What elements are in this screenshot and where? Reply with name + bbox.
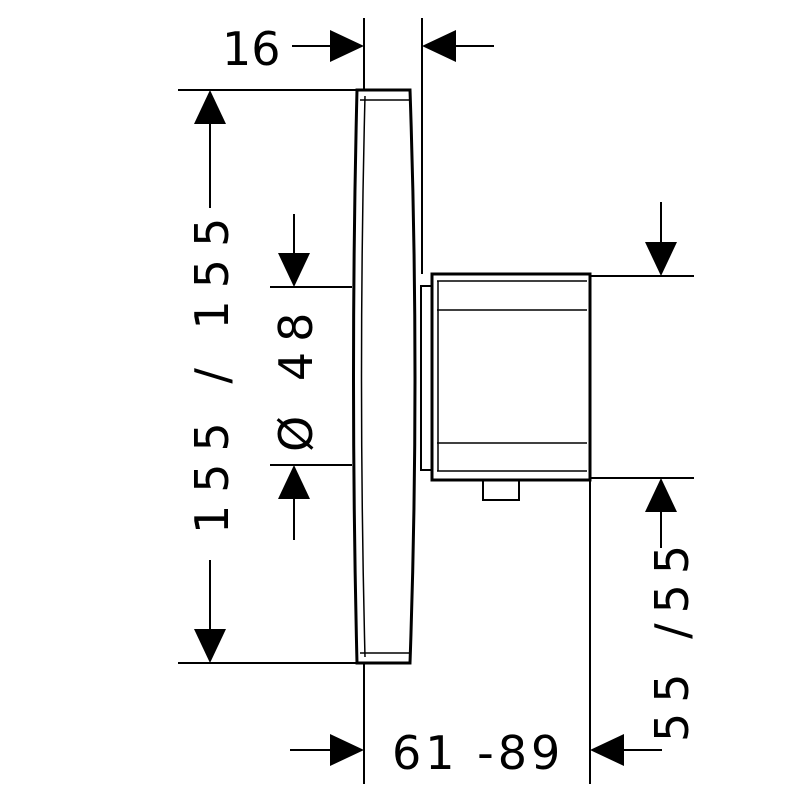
dimension-height-label: 155 / 155 [185, 206, 239, 534]
dimension-depth: 61 -89 [290, 480, 662, 784]
dimension-diameter-label: Ø 48 [269, 303, 323, 452]
cover-plate [352, 88, 417, 665]
dimension-top-offset: 16 [222, 18, 494, 274]
dimension-bottom-offset: 55 /55 [590, 202, 699, 742]
dimension-depth-label: 61 -89 [392, 726, 564, 780]
dimension-height: 155 / 155 [178, 89, 357, 664]
dimension-bottom-offset-label: 55 /55 [645, 535, 699, 742]
dimension-top-offset-label: 16 [222, 22, 281, 76]
handle-body [420, 272, 592, 501]
dimension-diameter: Ø 48 [269, 214, 352, 540]
